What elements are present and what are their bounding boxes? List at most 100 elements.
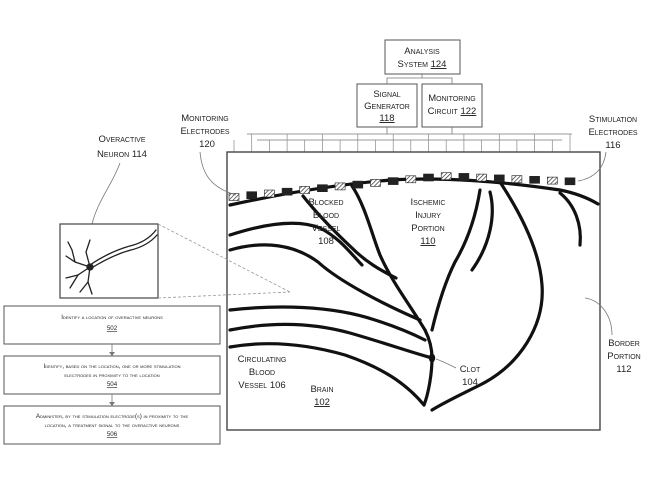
analysis-system-label-2: System — [398, 59, 429, 70]
flowchart: Identify a location of overactive neuron… — [3, 305, 221, 445]
clot-line1: Clot — [460, 364, 481, 375]
stimulation-electrode — [228, 193, 240, 201]
analysis-system-ref: 124 — [431, 59, 447, 70]
step-504-ref: 504 — [107, 381, 118, 388]
blocked-vessel-line3: Vessel — [312, 223, 341, 234]
circulating-vessel-label: Circulating Blood Vessel 106 — [238, 354, 287, 391]
electrode-row — [228, 172, 576, 201]
monitoring-electrodes-leader — [199, 151, 237, 196]
stimulation-electrode — [440, 172, 452, 180]
circulating-vessel-ref: 106 — [270, 380, 286, 391]
border-portion-line1: Border — [608, 338, 640, 349]
step-box-502 — [3, 305, 221, 345]
signal-generator-label-1: Signal — [373, 89, 400, 100]
inset-projection-lines — [157, 223, 291, 299]
neuron-icon — [65, 229, 158, 295]
border-portion-leader — [584, 297, 613, 336]
circulating-vessel-line2: Blood — [249, 367, 275, 378]
monitoring-electrode — [423, 173, 434, 182]
stimulation-electrode — [299, 186, 311, 194]
brain-line1: Brain — [310, 384, 333, 395]
ischemic-injury-line3: Portion — [411, 223, 444, 234]
blocked-vessel-ref: 108 — [318, 236, 334, 247]
svg-text:System 124: System 124 — [398, 59, 447, 70]
overactive-neuron-leader — [91, 162, 121, 225]
analysis-system-box: Analysis System 124 — [384, 39, 461, 75]
stimulation-electrode — [370, 179, 381, 187]
circulating-vessel-line1: Circulating — [238, 354, 287, 365]
clot-label: Clot 104 — [435, 358, 481, 388]
monitoring-electrode — [246, 191, 257, 199]
step-504-text2: electrodes in proximity to the location — [64, 372, 159, 379]
monitoring-electrode — [458, 173, 470, 181]
box-connectors — [386, 74, 453, 84]
monitoring-electrodes-label: Monitoring Electrodes 120 — [180, 113, 237, 196]
step-box-504 — [3, 355, 221, 395]
monitoring-circuit-label-2: Circuit — [428, 106, 459, 117]
neuron-inset — [59, 223, 159, 299]
flow-arrowhead-2 — [109, 402, 115, 406]
blocked-vessel-label: Blocked Blood Vessel 108 — [308, 197, 343, 247]
overactive-neuron-group: Overactive Neuron 114 — [59, 134, 291, 299]
brain-ref: 102 — [314, 397, 330, 408]
step-502-text: Identify a location of overactive neuron… — [61, 314, 163, 321]
stimulation-electrode — [334, 182, 346, 191]
monitoring-electrodes-ref: 120 — [199, 139, 215, 150]
border-portion-line2: Portion — [607, 351, 640, 362]
blocked-vessel-line2: Blood — [313, 210, 339, 221]
monitoring-circuit-label-1: Monitoring — [428, 93, 475, 104]
signal-generator-label-2: Generator — [364, 101, 410, 112]
monitoring-electrodes-line2: Electrodes — [180, 126, 229, 137]
ischemic-injury-label: Ischemic Injury Portion 110 — [411, 197, 446, 247]
signal-generator-ref: 118 — [379, 113, 394, 124]
border-portion-label: Border Portion 112 — [584, 297, 641, 375]
clot-marker — [428, 353, 436, 363]
monitoring-electrode — [281, 187, 293, 196]
overactive-neuron-line2: Neuron — [97, 149, 129, 160]
brain-label: Brain 102 — [310, 384, 333, 408]
flow-arrowhead-1 — [109, 352, 115, 356]
step-506-text2: location, a treatment signal to the over… — [45, 422, 180, 429]
step-502-ref: 502 — [107, 325, 118, 332]
monitoring-electrodes-line1: Monitoring — [181, 113, 228, 124]
step-504-text1: Identify, based on the location, one or … — [44, 363, 181, 370]
step-506-ref: 506 — [107, 431, 118, 438]
analysis-system-label-1: Analysis — [404, 46, 440, 57]
monitoring-electrode — [564, 177, 576, 186]
ischemic-injury-line1: Ischemic — [411, 197, 446, 208]
overactive-neuron-ref: 114 — [132, 149, 147, 160]
monitoring-electrode — [493, 174, 505, 183]
blocked-vessel-line1: Blocked — [308, 197, 343, 208]
stimulation-electrode — [546, 176, 558, 185]
signal-generator-box: Signal Generator 118 — [356, 83, 418, 128]
stimulation-electrode — [511, 175, 523, 183]
svg-text:Vessel 106: Vessel 106 — [238, 380, 285, 391]
monitoring-circuit-box: Monitoring Circuit 122 — [421, 83, 483, 128]
stimulation-electrodes-leader — [577, 151, 607, 182]
monitoring-electrode — [352, 180, 364, 189]
border-portion-ref: 112 — [616, 364, 631, 375]
step-box-506 — [3, 405, 221, 445]
svg-text:Neuron 114: Neuron 114 — [97, 149, 147, 160]
step-506-text1: Administer, by the stimulation electrode… — [36, 413, 189, 420]
brain-panel — [226, 151, 601, 431]
monitoring-electrode — [529, 176, 540, 184]
stimulation-electrodes-line2: Electrodes — [588, 127, 637, 138]
ischemic-injury-line2: Injury — [415, 210, 441, 221]
overactive-neuron-line1: Overactive — [98, 134, 145, 145]
stimulation-electrodes-line1: Stimulation — [589, 114, 637, 125]
stimulation-electrodes-label: Stimulation Electrodes 116 — [577, 114, 638, 182]
monitoring-circuit-ref: 122 — [460, 106, 476, 117]
monitoring-electrode — [387, 177, 399, 185]
stimulation-electrode — [405, 175, 417, 184]
clot-ref: 104 — [462, 377, 478, 388]
clot-leader — [435, 358, 457, 369]
stimulation-electrode — [476, 173, 487, 182]
circulating-vessel-line3: Vessel — [238, 380, 267, 391]
ischemic-injury-ref: 110 — [420, 236, 435, 247]
svg-text:Circuit 122: Circuit 122 — [428, 106, 477, 117]
stimulation-electrode — [264, 189, 275, 198]
monitoring-electrode — [317, 184, 328, 192]
stimulation-electrodes-ref: 116 — [605, 140, 620, 151]
